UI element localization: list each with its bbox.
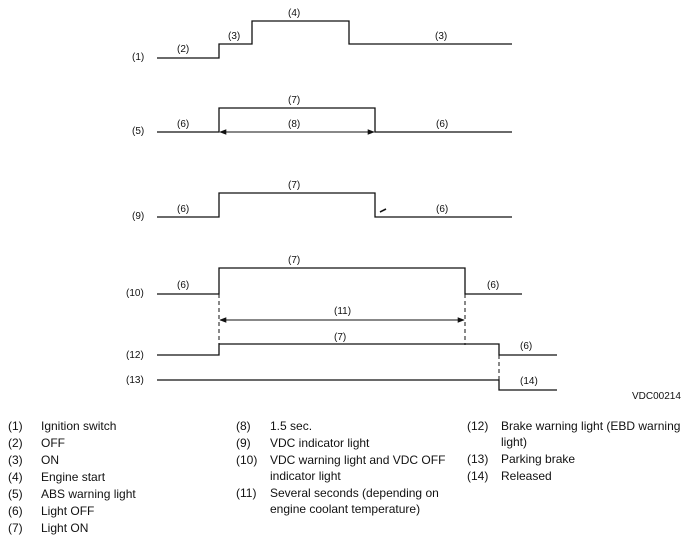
legend-number: (11) xyxy=(236,486,257,500)
segment-label-engine-start: (4) xyxy=(288,8,300,19)
segment-label-on-after: (3) xyxy=(435,31,447,42)
row-label-vdc-indicator-light: (9) xyxy=(132,211,144,222)
legend-number: (4) xyxy=(8,470,23,484)
timing-diagram: (1) (2) (3) (4) (3) (5) (6) (7) (8) (6) … xyxy=(126,8,557,391)
legend-text: Parking brake xyxy=(501,452,576,466)
legend-item: (4) Engine start xyxy=(8,469,208,485)
segment-label-light-on: (7) xyxy=(288,180,300,191)
legend-text: Light OFF xyxy=(41,504,95,518)
segment-label-light-off-after: (6) xyxy=(487,280,499,291)
legend-text: Released xyxy=(501,469,552,483)
legend-text: VDC warning light and VDC OFF indicator … xyxy=(270,453,446,483)
legend-item: (9) VDC indicator light xyxy=(236,435,456,451)
legend-text: ABS warning light xyxy=(41,487,136,501)
waveform-vdc-indicator-light xyxy=(157,192,512,218)
row-label-parking-brake: (13) xyxy=(126,375,144,386)
legend-item: (8) 1.5 sec. xyxy=(236,418,456,434)
legend-item: (5) ABS warning light xyxy=(8,486,208,502)
legend-number: (8) xyxy=(236,419,251,433)
waveform-ignition-switch xyxy=(157,20,512,59)
segment-label-duration-1-5-sec: (8) xyxy=(288,119,300,130)
legend-number: (10) xyxy=(236,453,258,467)
segment-label-light-off-after: (6) xyxy=(436,204,448,215)
segment-label-light-off-after: (6) xyxy=(436,119,448,130)
legend-item: (2) OFF xyxy=(8,435,208,451)
legend-column-3: (12) Brake warning light (EBD warning lig… xyxy=(467,418,687,485)
legend-column-2: (8) 1.5 sec. (9) VDC indicator light (10) V… xyxy=(236,418,456,518)
legend-item: (13) Parking brake xyxy=(467,451,687,467)
legend-number: (2) xyxy=(8,436,23,450)
legend-number: (3) xyxy=(8,453,23,467)
legend-text: Several seconds (depending on engine coo… xyxy=(270,486,439,516)
legend-text: Ignition switch xyxy=(41,419,117,433)
legend-number: (12) xyxy=(467,419,489,433)
legend-item: (11) Several seconds (depending on engine… xyxy=(236,485,456,517)
legend-text: Brake warning light (EBD warning light) xyxy=(501,419,681,449)
waveform-brake-warning-light xyxy=(157,343,557,356)
legend-number: (7) xyxy=(8,521,23,535)
legend-item: (12) Brake warning light (EBD warning lig… xyxy=(467,418,687,450)
waveform-parking-brake xyxy=(157,379,557,391)
legend-item: (6) Light OFF xyxy=(8,503,208,519)
row-label-ignition-switch: (1) xyxy=(132,52,144,63)
legend-text: Engine start xyxy=(41,470,106,484)
ink-mark xyxy=(379,208,387,213)
legend-item: (3) ON xyxy=(8,452,208,468)
segment-label-on: (3) xyxy=(228,31,240,42)
row-label-abs-warning-light: (5) xyxy=(132,126,144,137)
legend-number: (9) xyxy=(236,436,251,450)
segment-label-light-off-before: (6) xyxy=(177,119,189,130)
legend-text: ON xyxy=(41,453,59,467)
legend-number: (14) xyxy=(467,469,489,483)
segment-label-light-on: (7) xyxy=(288,255,300,266)
figure-code: VDC00214 xyxy=(632,391,681,402)
legend-number: (5) xyxy=(8,487,23,501)
legend-number: (1) xyxy=(8,419,23,433)
legend-text: VDC indicator light xyxy=(270,436,370,450)
legend-item: (14) Released xyxy=(467,468,687,484)
segment-label-light-on: (7) xyxy=(334,332,346,343)
row-label-vdc-warning-light: (10) xyxy=(126,288,144,299)
segment-label-light-on: (7) xyxy=(288,95,300,106)
segment-label-light-off-after: (6) xyxy=(520,341,532,352)
legend-text: Light ON xyxy=(41,521,89,535)
legend-number: (6) xyxy=(8,504,23,518)
legend-item: (1) Ignition switch xyxy=(8,418,208,434)
legend-text: 1.5 sec. xyxy=(270,419,313,433)
legend-number: (13) xyxy=(467,452,489,466)
segment-label-several-seconds: (11) xyxy=(334,306,351,317)
row-label-brake-warning-light: (12) xyxy=(126,350,144,361)
segment-label-light-off-before: (6) xyxy=(177,204,189,215)
legend-column-1: (1) Ignition switch (2) OFF (3) ON (4) Engin… xyxy=(8,418,208,537)
legend-item: (10) VDC warning light and VDC OFF indica… xyxy=(236,452,456,484)
segment-label-off: (2) xyxy=(177,44,189,55)
legend-item: (7) Light ON xyxy=(8,520,208,536)
legend-text: OFF xyxy=(41,436,65,450)
segment-label-light-off-before: (6) xyxy=(177,280,189,291)
waveform-vdc-warning-light xyxy=(157,267,522,295)
waveform-abs-warning-light xyxy=(157,107,512,133)
segment-label-released: (14) xyxy=(520,376,538,387)
